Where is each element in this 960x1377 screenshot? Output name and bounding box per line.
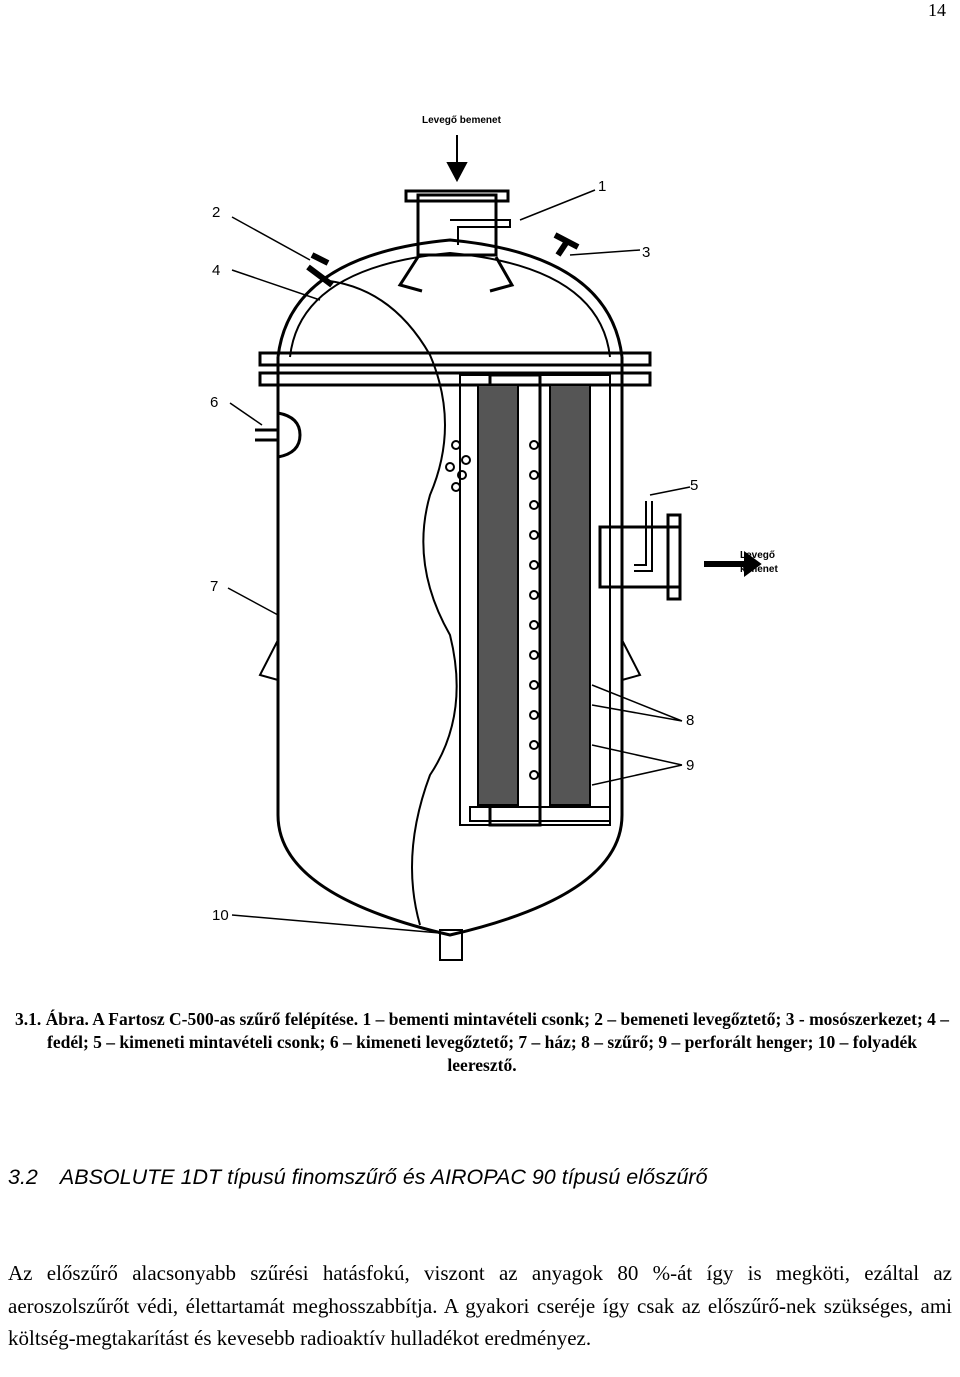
lid-flange-upper	[258, 351, 652, 367]
section-heading: 3.2 ABSOLUTE 1DT típusú finomszűrő és AIR…	[8, 1165, 708, 1190]
cutaway-line	[319, 279, 458, 926]
filter-right	[549, 384, 591, 806]
support-right	[621, 639, 642, 681]
filter-left	[477, 384, 519, 806]
callout-1: 1	[598, 178, 606, 195]
callout-7: 7	[210, 578, 218, 595]
outlet-arrow	[704, 551, 762, 577]
lid-flange-lower	[258, 371, 652, 387]
valve-right	[553, 232, 580, 257]
valve-left	[306, 252, 334, 288]
figure-caption: 3.1. Ábra. A Fartosz C-500-as szűrő felé…	[14, 1009, 950, 1075]
callout-6: 6	[210, 394, 218, 411]
air-outlet-label-line2: kimenet	[740, 564, 778, 575]
section-title: ABSOLUTE 1DT típusú finomszűrő és AIROPA…	[59, 1165, 708, 1189]
section-number: 3.2	[8, 1165, 38, 1189]
body-paragraph: Az előszűrő alacsonyabb szűrési hatásfok…	[8, 1261, 952, 1350]
inlet-arrow	[446, 135, 468, 183]
support-left	[258, 639, 279, 681]
callout-4: 4	[212, 262, 220, 279]
callout-5: 5	[690, 477, 698, 494]
air-inlet-label: Levegő bemenet	[422, 115, 502, 126]
inlet-nozzle	[416, 193, 498, 257]
aerator-left	[255, 411, 302, 459]
filter-diagram: Levegő bemenet Levegő kimenet 1 2 3 4 5 …	[210, 115, 778, 961]
air-outlet-label-line1: Levegő	[740, 550, 775, 561]
page-number: 14	[928, 0, 946, 20]
callout-8: 8	[686, 712, 694, 729]
drain-nozzle	[439, 929, 463, 961]
callout-9: 9	[686, 757, 694, 774]
callout-3: 3	[642, 244, 650, 261]
top-dome	[276, 238, 624, 358]
housing-shell	[276, 357, 624, 937]
callout-2: 2	[212, 204, 220, 221]
callout-10: 10	[212, 907, 229, 924]
